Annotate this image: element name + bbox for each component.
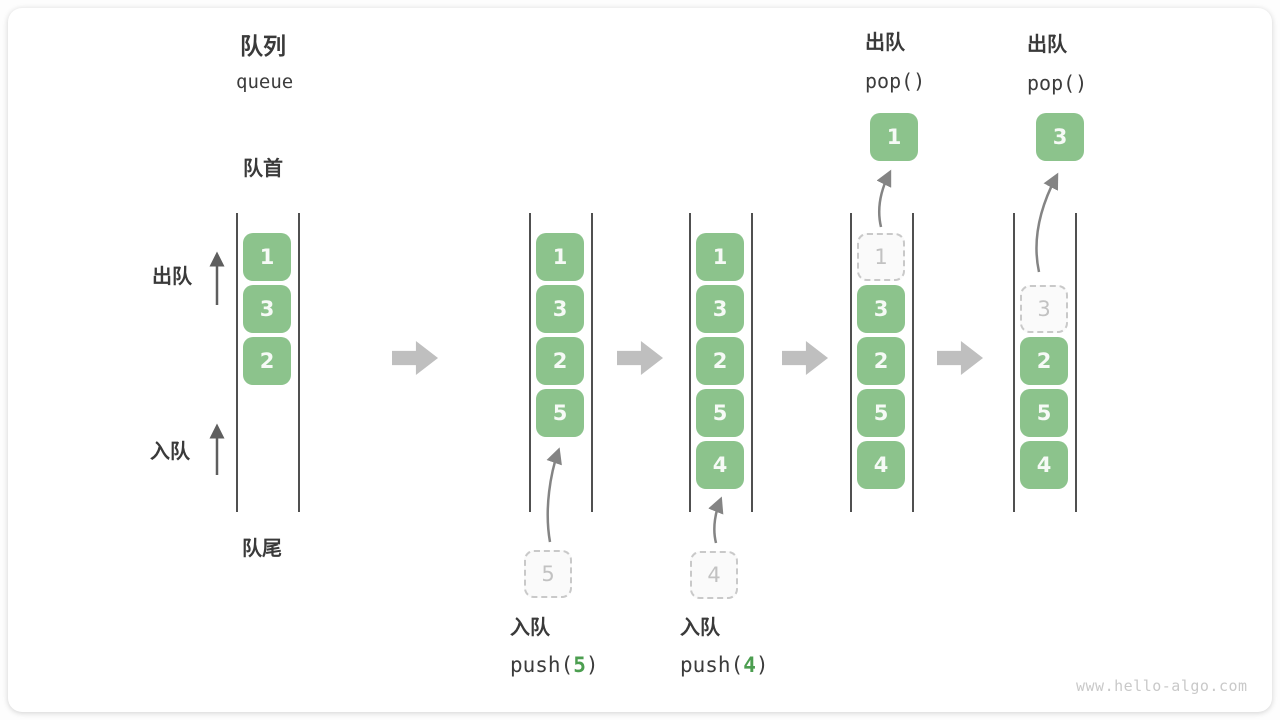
queue-item: 1 xyxy=(243,233,291,281)
push-caption-code: push(4) xyxy=(680,653,769,677)
dequeue-label: 出队 xyxy=(152,266,192,288)
queue-item: 5 xyxy=(857,389,905,437)
queue-wall-left xyxy=(529,213,531,512)
queue-item: 2 xyxy=(536,337,584,385)
push-caption-zh: 入队 xyxy=(680,617,720,639)
pop-caption-zh: 出队 xyxy=(1027,34,1067,56)
queue-wall-left xyxy=(850,213,852,512)
queue-wall-right xyxy=(298,213,300,512)
queue-wall-left xyxy=(689,213,691,512)
queue-wall-left xyxy=(1013,213,1015,512)
front-label: 队首 xyxy=(243,158,283,180)
push-caption: 入队 push(5) xyxy=(510,616,599,677)
queue-wall-left xyxy=(236,213,238,512)
enqueue-label: 入队 xyxy=(150,441,190,463)
queue-item: 3 xyxy=(243,285,291,333)
queue-item: 3 xyxy=(536,285,584,333)
queue-item: 2 xyxy=(696,337,744,385)
push-caption-zh: 入队 xyxy=(510,617,550,639)
push-incoming-item: 5 xyxy=(524,550,572,598)
push-incoming-item: 4 xyxy=(690,551,738,599)
pop-caption-zh: 出队 xyxy=(865,32,905,54)
queue-item: 3 xyxy=(696,285,744,333)
queue-item: 1 xyxy=(696,233,744,281)
push-arg: 4 xyxy=(743,653,756,677)
queue-wall-right xyxy=(912,213,914,512)
queue-item: 5 xyxy=(696,389,744,437)
queue-item-removed-slot: 3 xyxy=(1020,285,1068,333)
push-arg: 5 xyxy=(573,653,586,677)
queue-item: 3 xyxy=(857,285,905,333)
queue-item: 4 xyxy=(696,441,744,489)
title-zh: 队列 xyxy=(240,33,286,59)
queue-item-removed-slot: 1 xyxy=(857,233,905,281)
queue-item: 5 xyxy=(536,389,584,437)
queue-item: 5 xyxy=(1020,389,1068,437)
rear-label: 队尾 xyxy=(242,538,282,560)
popped-item: 3 xyxy=(1036,113,1084,161)
queue-wall-right xyxy=(591,213,593,512)
queue-item: 2 xyxy=(857,337,905,385)
queue-wall-right xyxy=(1075,213,1077,512)
watermark: www.hello-algo.com xyxy=(1076,677,1248,695)
pop-caption-code: pop() xyxy=(865,69,926,93)
popped-item: 1 xyxy=(870,113,918,161)
push-caption-code: push(5) xyxy=(510,653,599,677)
queue-item: 1 xyxy=(536,233,584,281)
queue-item: 4 xyxy=(857,441,905,489)
queue-item: 2 xyxy=(1020,337,1068,385)
queue-item: 4 xyxy=(1020,441,1068,489)
queue-wall-right xyxy=(751,213,753,512)
pop-caption: 出队 pop() xyxy=(865,31,925,93)
pop-caption-code: pop() xyxy=(1027,71,1088,95)
pop-caption: 出队 pop() xyxy=(1027,33,1087,95)
push-caption: 入队 push(4) xyxy=(680,616,769,677)
queue-item: 2 xyxy=(243,337,291,385)
title-en: queue xyxy=(236,71,294,93)
